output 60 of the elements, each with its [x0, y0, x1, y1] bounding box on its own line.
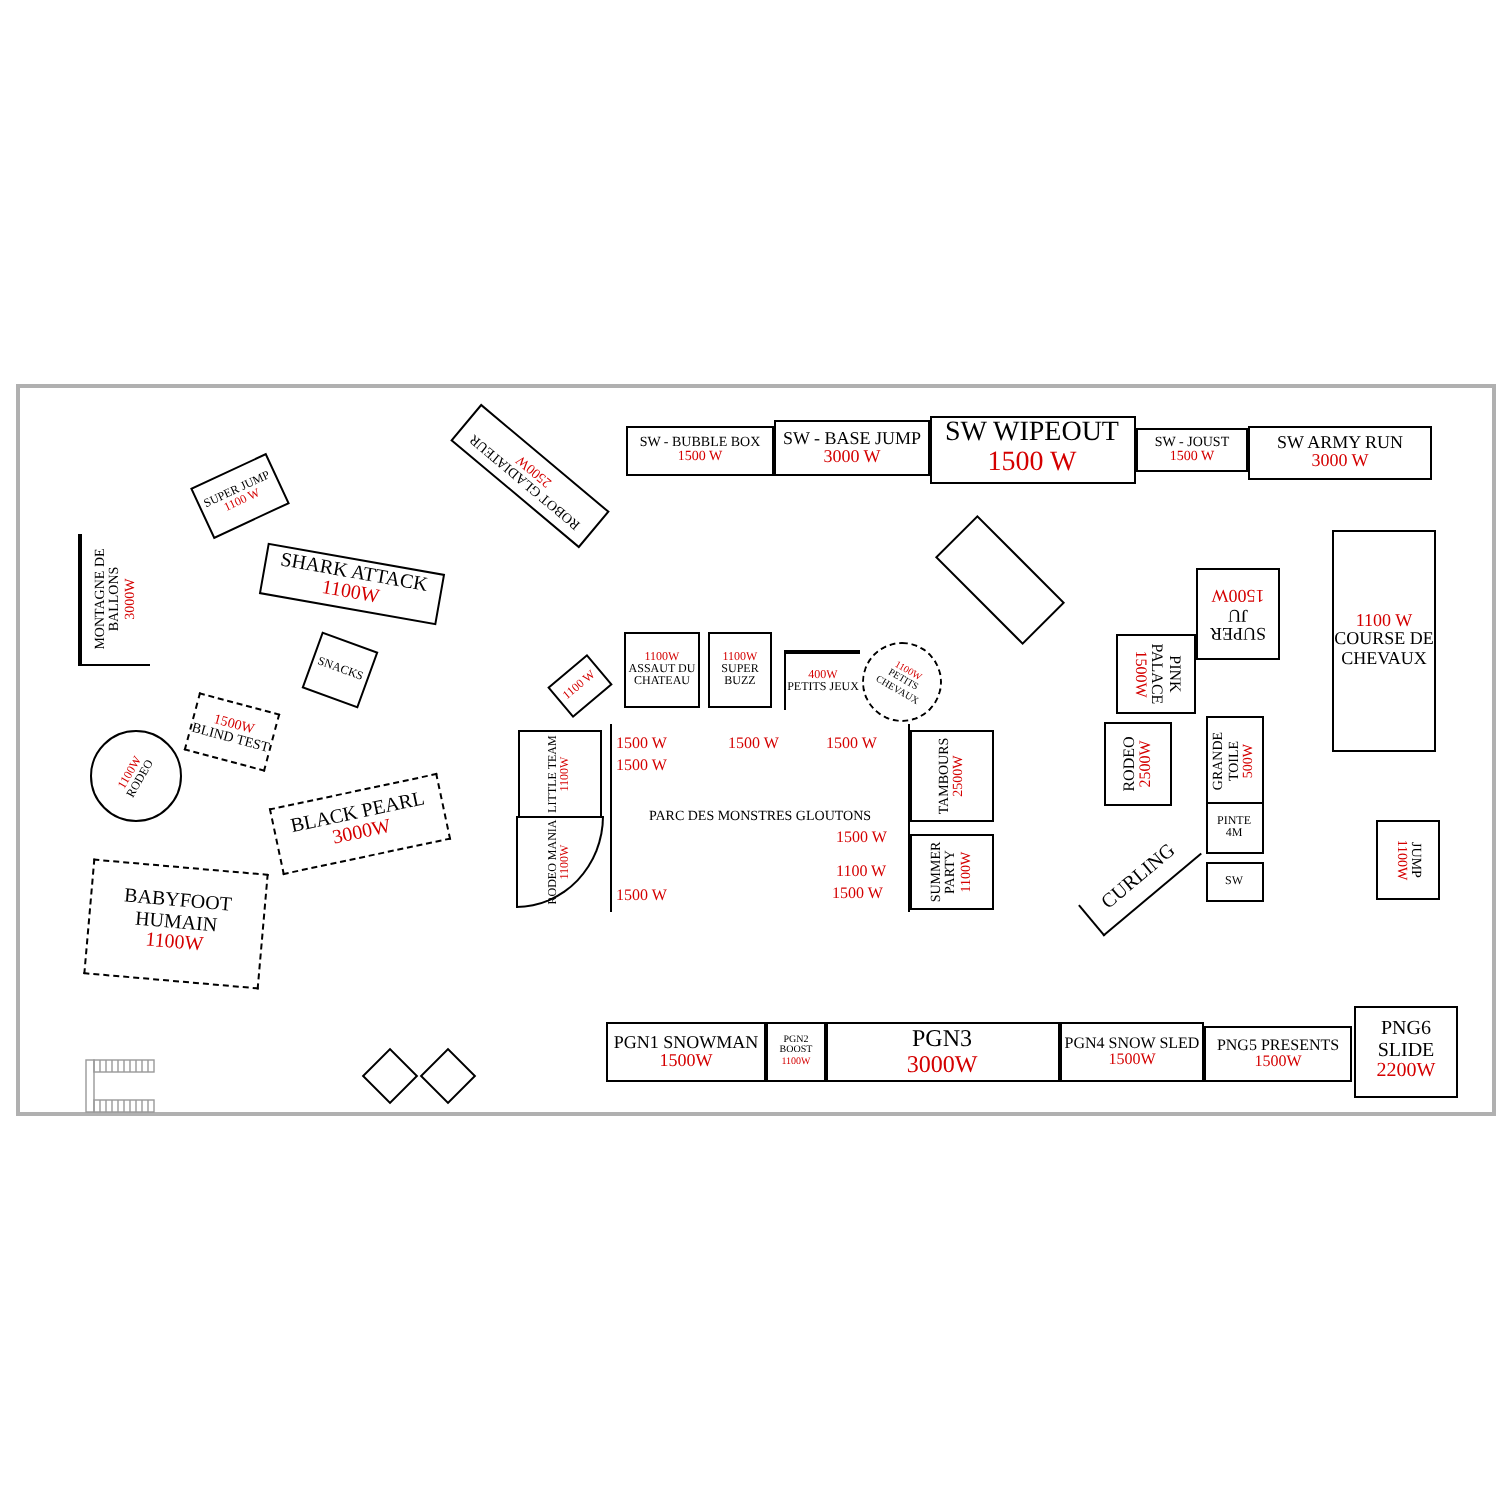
power-rating: 1500 W [987, 450, 1077, 480]
attraction-area [766, 1022, 826, 1082]
attraction-area [606, 1022, 766, 1082]
power-rating: 1500W [1130, 650, 1148, 698]
power-rating: 1500W [1211, 585, 1265, 605]
attraction-area [1205, 862, 1263, 902]
attraction-area [708, 632, 772, 708]
attraction-name: PGN4 SNOW SLED [1064, 1035, 1200, 1052]
power-rating: 2500W [1138, 740, 1155, 788]
power-rating: 1500 W [836, 828, 887, 846]
attraction-name: COURSE DE CHEVAUX [1334, 630, 1434, 669]
attraction-area [1332, 529, 1436, 751]
attraction-area [624, 632, 700, 708]
attraction-area [1196, 568, 1280, 660]
power-rating: 1500W [659, 1052, 713, 1071]
power-rating: 1500 W [728, 734, 779, 752]
attraction-name: RODEO [1121, 736, 1138, 792]
attraction-area [1205, 802, 1263, 854]
attraction-area [1060, 1022, 1204, 1082]
power-rating: 1500 W [616, 734, 667, 752]
attraction-name: PNG6 SLIDE [1375, 1020, 1437, 1062]
attraction-area [1376, 820, 1440, 900]
attraction-area [910, 730, 994, 822]
attraction-name: PNG5 PRESENTS [1216, 1037, 1340, 1054]
power-rating: 3000 W [1311, 452, 1369, 471]
power-rating: 1500 W [826, 734, 877, 752]
attraction-area [774, 420, 930, 476]
attraction-area [1136, 428, 1248, 472]
attraction-name: SW ARMY RUN [1276, 433, 1403, 452]
attraction-area [1116, 634, 1196, 714]
power-rating: 1500W [1108, 1052, 1156, 1069]
attraction-area [910, 834, 994, 910]
power-rating: 1100 W [1355, 611, 1413, 631]
attraction-name: PGN1 SNOWMAN [613, 1033, 759, 1052]
attraction-name: PINK PALACE [1147, 641, 1182, 709]
attraction-area [518, 730, 602, 818]
attraction-area [1205, 715, 1263, 805]
attraction-area [1248, 425, 1432, 479]
attraction-area [90, 730, 182, 822]
power-rating: 1100 W [836, 862, 887, 880]
power-rating: 1500W [1254, 1054, 1302, 1071]
power-rating: 1500 W [616, 756, 667, 774]
attraction-area [1354, 1006, 1458, 1098]
attraction-area [1104, 722, 1172, 806]
attraction-name: PGN3 [911, 1026, 972, 1052]
attraction-name: SW - BASE JUMP [782, 429, 922, 448]
attraction-area [516, 816, 604, 908]
attraction-name: SUPER JU [1208, 604, 1269, 643]
power-rating: 3000W [906, 1052, 978, 1078]
power-rating: 1500 W [832, 884, 883, 902]
power-rating: 3000 W [823, 448, 881, 467]
attraction-area [1204, 1026, 1352, 1082]
power-rating: 1500 W [616, 886, 667, 904]
power-rating: 2200W [1376, 1062, 1436, 1084]
attraction-area [929, 416, 1135, 484]
attraction-area [825, 1022, 1059, 1082]
power-rating: 1100W [144, 931, 205, 958]
attraction-area [784, 650, 860, 710]
attraction-area [626, 425, 774, 475]
attraction-name: SW WIPEOUT [945, 420, 1119, 450]
